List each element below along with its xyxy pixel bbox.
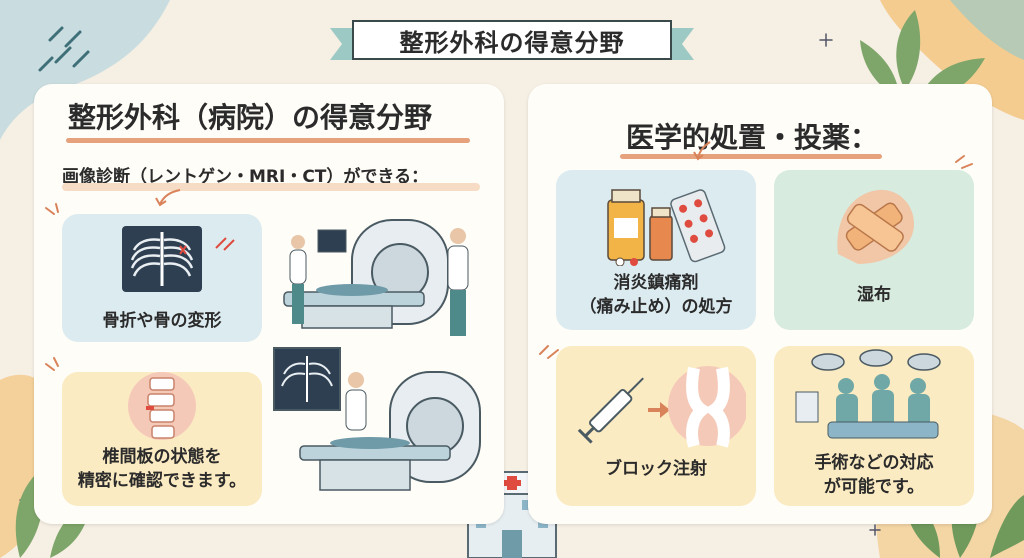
medicine-bottles-icon — [607, 189, 726, 266]
accent-ticks — [539, 345, 559, 359]
arrow-down-icon — [693, 141, 711, 161]
card-surgery-label-line2: が可能です。 — [823, 477, 925, 497]
card-fracture: 骨折や骨の変形 — [62, 214, 262, 342]
mri-scanner-illustration — [283, 219, 469, 336]
card-painkiller-label-line1: 消炎鎮痛剤 — [613, 273, 699, 293]
card-painkiller-label-line2: （痛み止め）の処方 — [579, 297, 733, 317]
left-subheading: 画像診断（レントゲン・MRI・CT）ができる： — [62, 167, 429, 187]
chest-xray-icon — [122, 226, 202, 292]
card-surgery: 手術などの対応 が可能です。 — [774, 346, 974, 506]
bandage-icon — [837, 189, 914, 264]
accent-ticks — [45, 357, 59, 371]
banner: 整形外科の得意分野 — [330, 14, 694, 66]
syringe-knee-icon — [577, 366, 746, 448]
card-block-injection: ブロック注射 — [556, 346, 756, 506]
subheading-highlight — [62, 183, 480, 191]
card-block-injection-label: ブロック注射 — [605, 459, 707, 479]
banner-title: 整形外科の得意分野 — [352, 20, 672, 60]
surgery-icon — [795, 349, 941, 439]
ct-scanner-illustration — [273, 347, 481, 491]
right-panel-title: 医学的処置・投薬： — [626, 121, 879, 154]
left-title-underline — [66, 138, 470, 143]
spine-icon — [128, 372, 196, 440]
card-surgery-label-line1: 手術などの対応 — [814, 453, 934, 473]
card-disc: 椎間板の状態を 精密に確認できます。 — [62, 372, 262, 506]
card-fracture-label: 骨折や骨の変形 — [102, 311, 222, 331]
accent-ticks — [45, 203, 59, 215]
left-panel-title: 整形外科（病院）の得意分野 — [68, 101, 433, 134]
pain-burst-icon — [215, 237, 235, 251]
arrow-down-icon — [155, 189, 181, 207]
accent-ticks — [955, 155, 973, 169]
card-painkiller: 消炎鎮痛剤 （痛み止め）の処方 — [556, 170, 756, 330]
card-compress-label: 湿布 — [857, 285, 891, 305]
card-disc-label-line1: 椎間板の状態を — [102, 447, 222, 467]
card-compress: 湿布 — [774, 170, 974, 330]
right-title-underline — [620, 154, 882, 159]
card-disc-label-line2: 精密に確認できます。 — [77, 471, 247, 491]
